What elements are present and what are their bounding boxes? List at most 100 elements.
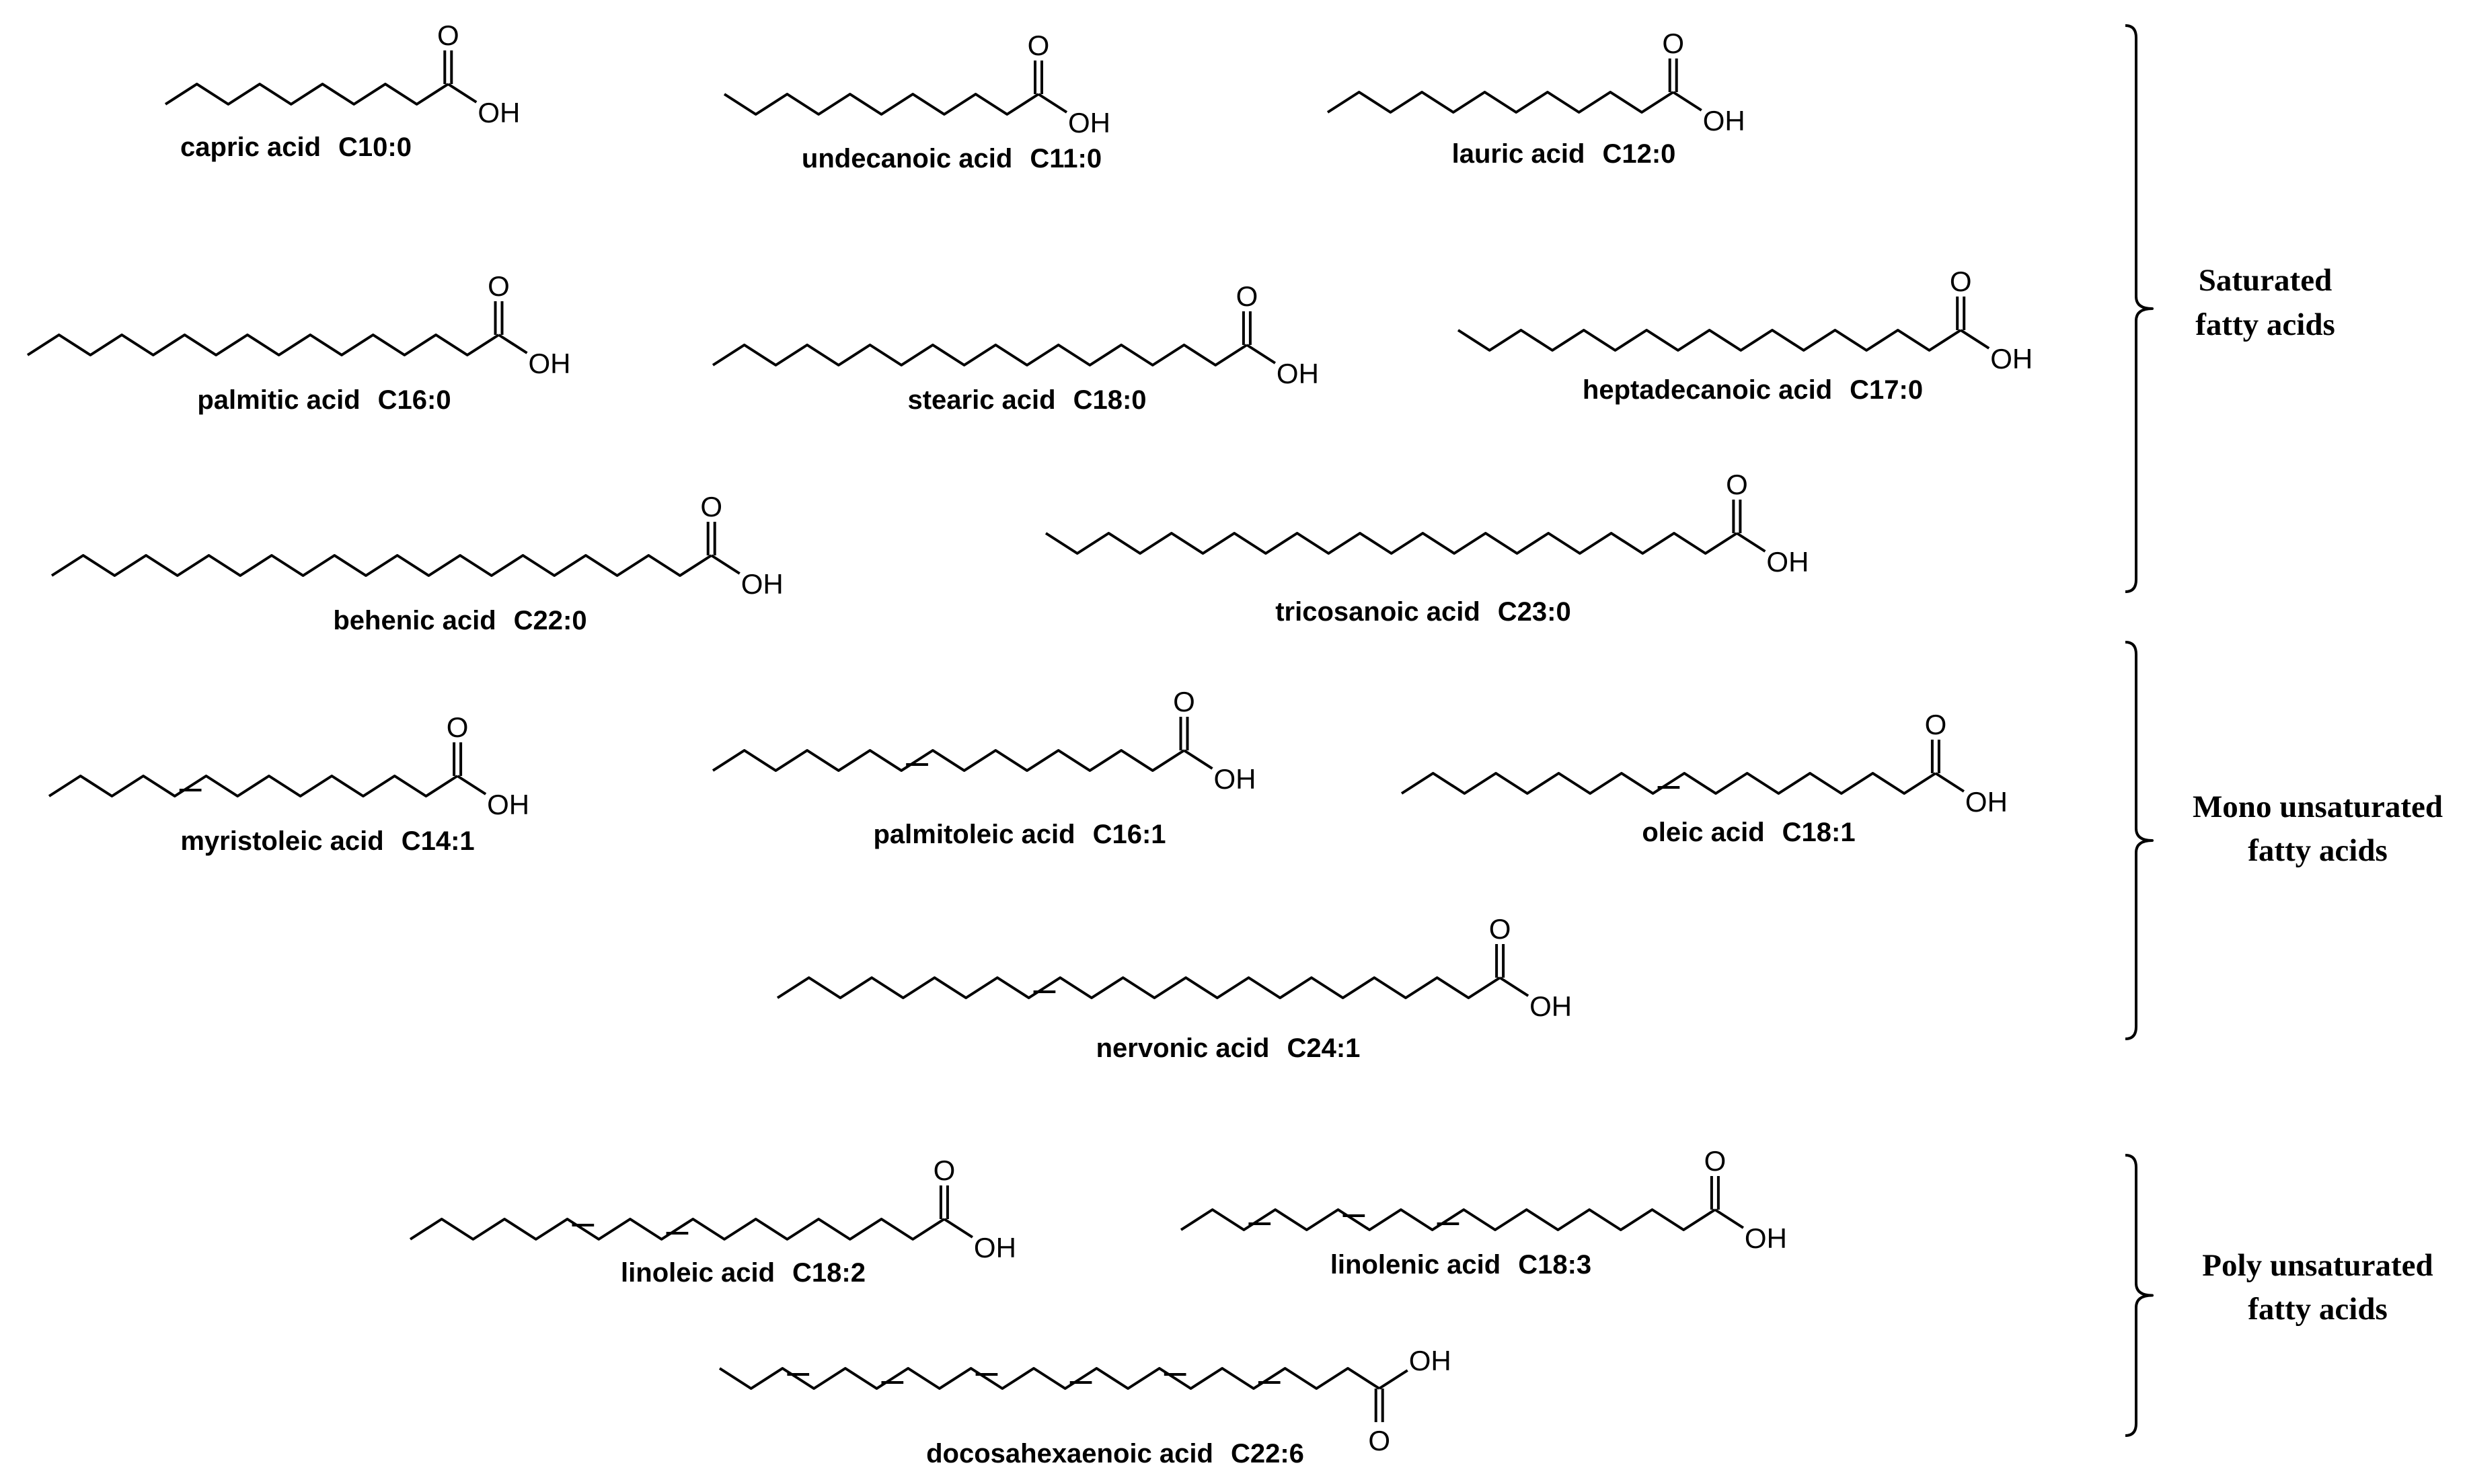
carbon-chain bbox=[1180, 1208, 1716, 1231]
bracket-mono bbox=[2125, 641, 2154, 1040]
oxygen-atom-label: O bbox=[447, 711, 469, 743]
hydroxyl-label: OH bbox=[1529, 990, 1572, 1022]
c-oh-bond bbox=[1736, 532, 1766, 553]
carbon-chain bbox=[712, 749, 1185, 772]
c-oh-bond bbox=[1960, 329, 1990, 350]
compound-formula: C12:0 bbox=[1602, 139, 1675, 169]
compound-formula: C11:0 bbox=[1030, 144, 1102, 173]
carbon-chain bbox=[164, 83, 449, 106]
compound-name: stearic acid bbox=[907, 385, 1055, 415]
oxygen-atom-label: O bbox=[1662, 28, 1684, 59]
carbon-chain bbox=[712, 344, 1248, 366]
compound-label: lauric acid C12:0 bbox=[1452, 139, 1676, 169]
c-oh-bond bbox=[1378, 1369, 1408, 1390]
compound-name: capric acid bbox=[180, 132, 321, 162]
carbon-chain bbox=[1400, 772, 1936, 795]
oxygen-atom-label: O bbox=[1236, 280, 1258, 312]
c-oh-bond bbox=[943, 1218, 974, 1239]
compound-name: oleic acid bbox=[1642, 818, 1764, 847]
hydroxyl-label: OH bbox=[1745, 1222, 1787, 1254]
c-oh-bond bbox=[457, 775, 487, 795]
hydroxyl-label: OH bbox=[1766, 546, 1809, 578]
compound-label: heptadecanoic acid C17:0 bbox=[1583, 375, 1923, 405]
hydroxyl-label: OH bbox=[974, 1232, 1016, 1263]
hydroxyl-label: OH bbox=[1703, 105, 1745, 136]
hydroxyl-label: OH bbox=[529, 348, 571, 379]
compound-formula: C16:0 bbox=[378, 385, 451, 415]
compound-formula: C10:0 bbox=[338, 132, 412, 162]
compound-label: docosahexaenoic acid C22:6 bbox=[926, 1439, 1304, 1469]
carbon-chain bbox=[718, 1367, 1380, 1390]
compound-label: oleic acid C18:1 bbox=[1642, 818, 1855, 847]
compound-name: docosahexaenoic acid bbox=[926, 1439, 1213, 1469]
group-label-saturated-line2: fatty acids bbox=[2195, 307, 2335, 342]
compound-formula: C18:1 bbox=[1782, 818, 1856, 847]
molecule-lauric: O OH lauric acid C12:0 bbox=[1326, 28, 1745, 169]
hydroxyl-label: OH bbox=[487, 789, 529, 820]
compound-name: linolenic acid bbox=[1330, 1250, 1501, 1280]
c-oh-bond bbox=[1672, 91, 1702, 112]
hydroxyl-label: OH bbox=[1409, 1345, 1451, 1376]
compound-name: heptadecanoic acid bbox=[1583, 375, 1832, 405]
c-oh-bond bbox=[1934, 772, 1965, 793]
oxygen-atom-label: O bbox=[437, 19, 459, 51]
group-label-mono-line1: Mono unsaturated bbox=[2193, 789, 2443, 824]
carbon-chain bbox=[409, 1218, 945, 1241]
group-label-saturated-line1: Saturated bbox=[2199, 263, 2332, 298]
compound-label: undecanoic acid C11:0 bbox=[802, 144, 1102, 173]
compound-label: palmitic acid C16:0 bbox=[197, 385, 451, 415]
compound-formula: C18:2 bbox=[792, 1258, 866, 1288]
oxygen-atom-label: O bbox=[934, 1155, 956, 1186]
compound-name: behenic acid bbox=[333, 606, 496, 635]
hydroxyl-label: OH bbox=[1277, 358, 1319, 389]
c-oh-bond bbox=[498, 334, 528, 354]
molecule-linoleic: O OH linoleic acid C18:2 bbox=[409, 1155, 1016, 1288]
carbon-chain bbox=[1045, 532, 1738, 555]
compound-formula: C17:0 bbox=[1850, 375, 1923, 405]
c-oh-bond bbox=[1037, 93, 1068, 114]
compound-name: palmitic acid bbox=[197, 385, 360, 415]
c-oh-bond bbox=[1183, 749, 1213, 770]
compound-name: linoleic acid bbox=[621, 1258, 775, 1288]
carbon-chain bbox=[723, 93, 1040, 116]
bracket-saturated bbox=[2125, 24, 2154, 593]
oxygen-atom-label: O bbox=[1489, 913, 1511, 945]
c-oh-bond bbox=[1714, 1208, 1745, 1229]
compound-name: palmitoleic acid bbox=[873, 820, 1075, 849]
carbon-chain bbox=[50, 554, 712, 577]
carbon-chain bbox=[1326, 91, 1674, 114]
group-label-poly-line2: fatty acids bbox=[2248, 1292, 2388, 1327]
hydroxyl-label: OH bbox=[1965, 786, 2008, 818]
compound-formula: C22:0 bbox=[514, 606, 587, 635]
c-oh-bond bbox=[1499, 976, 1529, 997]
hydroxyl-label: OH bbox=[1214, 763, 1256, 795]
compound-name: tricosanoic acid bbox=[1275, 597, 1480, 627]
oxygen-atom-label: O bbox=[1028, 30, 1050, 61]
compound-label: behenic acid C22:0 bbox=[333, 606, 586, 635]
molecule-myristoleic: O OH myristoleic acid C14:1 bbox=[48, 711, 529, 856]
compound-name: lauric acid bbox=[1452, 139, 1585, 169]
compound-formula: C22:6 bbox=[1231, 1439, 1304, 1469]
compound-formula: C18:3 bbox=[1518, 1250, 1591, 1280]
compound-name: nervonic acid bbox=[1096, 1033, 1270, 1063]
c-oh-bond bbox=[710, 554, 741, 575]
compound-name: myristoleic acid bbox=[180, 826, 383, 856]
compound-name: undecanoic acid bbox=[802, 144, 1012, 173]
carbon-chain bbox=[1457, 329, 1962, 352]
compound-label: myristoleic acid C14:1 bbox=[180, 826, 474, 856]
group-label-poly-line1: Poly unsaturated bbox=[2202, 1248, 2433, 1283]
compound-formula: C14:1 bbox=[402, 826, 475, 856]
